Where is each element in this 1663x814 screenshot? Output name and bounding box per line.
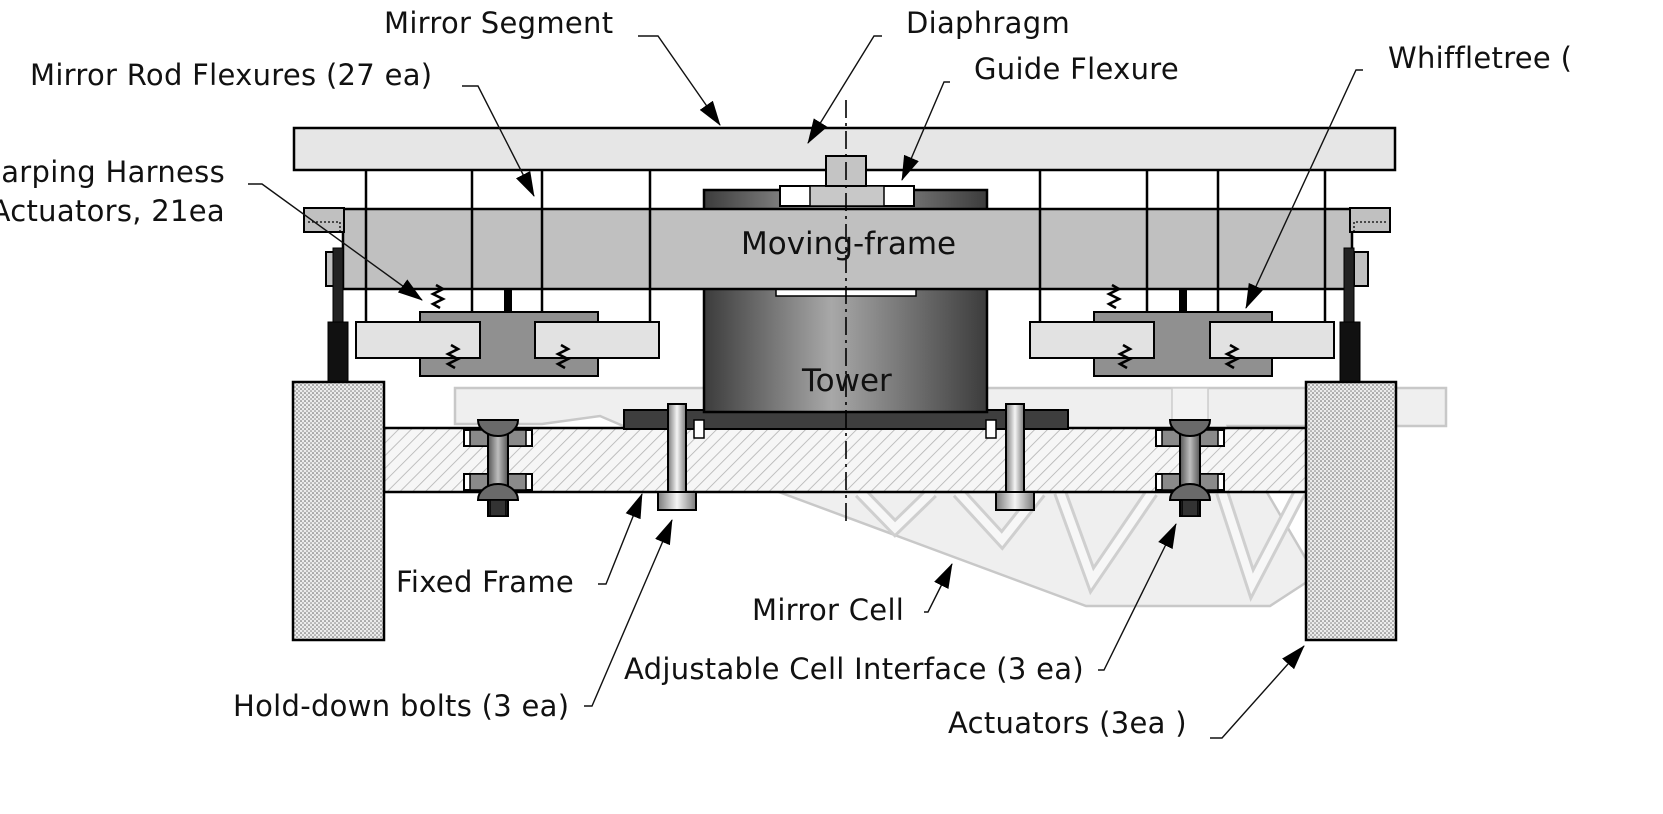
label-whiffletree: Whiffletree ( (1388, 41, 1572, 75)
label-mirror-rod-flexures: Mirror Rod Flexures (27 ea) (30, 58, 432, 92)
actuator-left (291, 247, 386, 642)
mirror-rod-flexures (364, 170, 1327, 322)
label-mirror-segment: Mirror Segment (384, 6, 613, 40)
label-guide-flexure: Guide Flexure (974, 52, 1179, 86)
adjustable-cell-interface-right (1155, 387, 1225, 517)
warping-harness-springs (430, 283, 1240, 370)
adjustable-cell-interface-left (463, 419, 533, 517)
label-warping-harness-line1: arping Harness (1, 155, 225, 189)
hold-down-bolt-left (657, 403, 705, 511)
label-hold-down-bolts: Hold-down bolts (3 ea) (233, 689, 569, 723)
fixed-frame (382, 409, 1310, 494)
label-mirror-cell: Mirror Cell (752, 593, 904, 627)
tower-label: Tower (801, 363, 892, 399)
mirror-segment (292, 126, 1397, 187)
leader-lines (248, 35, 1363, 739)
label-warping-harness-line2: Actuators, 21ea (0, 194, 225, 228)
label-fixed-frame: Fixed Frame (396, 565, 574, 599)
hold-down-bolt-right (985, 403, 1035, 511)
actuator-right (1304, 247, 1398, 642)
label-adjustable-cell-interface: Adjustable Cell Interface (3 ea) (624, 652, 1084, 686)
whiffletree-right (1029, 311, 1335, 377)
callout-labels: Mirror Segment Diaphragm Guide Flexure W… (0, 6, 1572, 740)
moving-frame-label: Moving-frame (741, 226, 956, 262)
whiffletree-left (355, 311, 660, 377)
label-actuators: Actuators (3ea ) (948, 706, 1187, 740)
label-diaphragm: Diaphragm (906, 6, 1070, 40)
